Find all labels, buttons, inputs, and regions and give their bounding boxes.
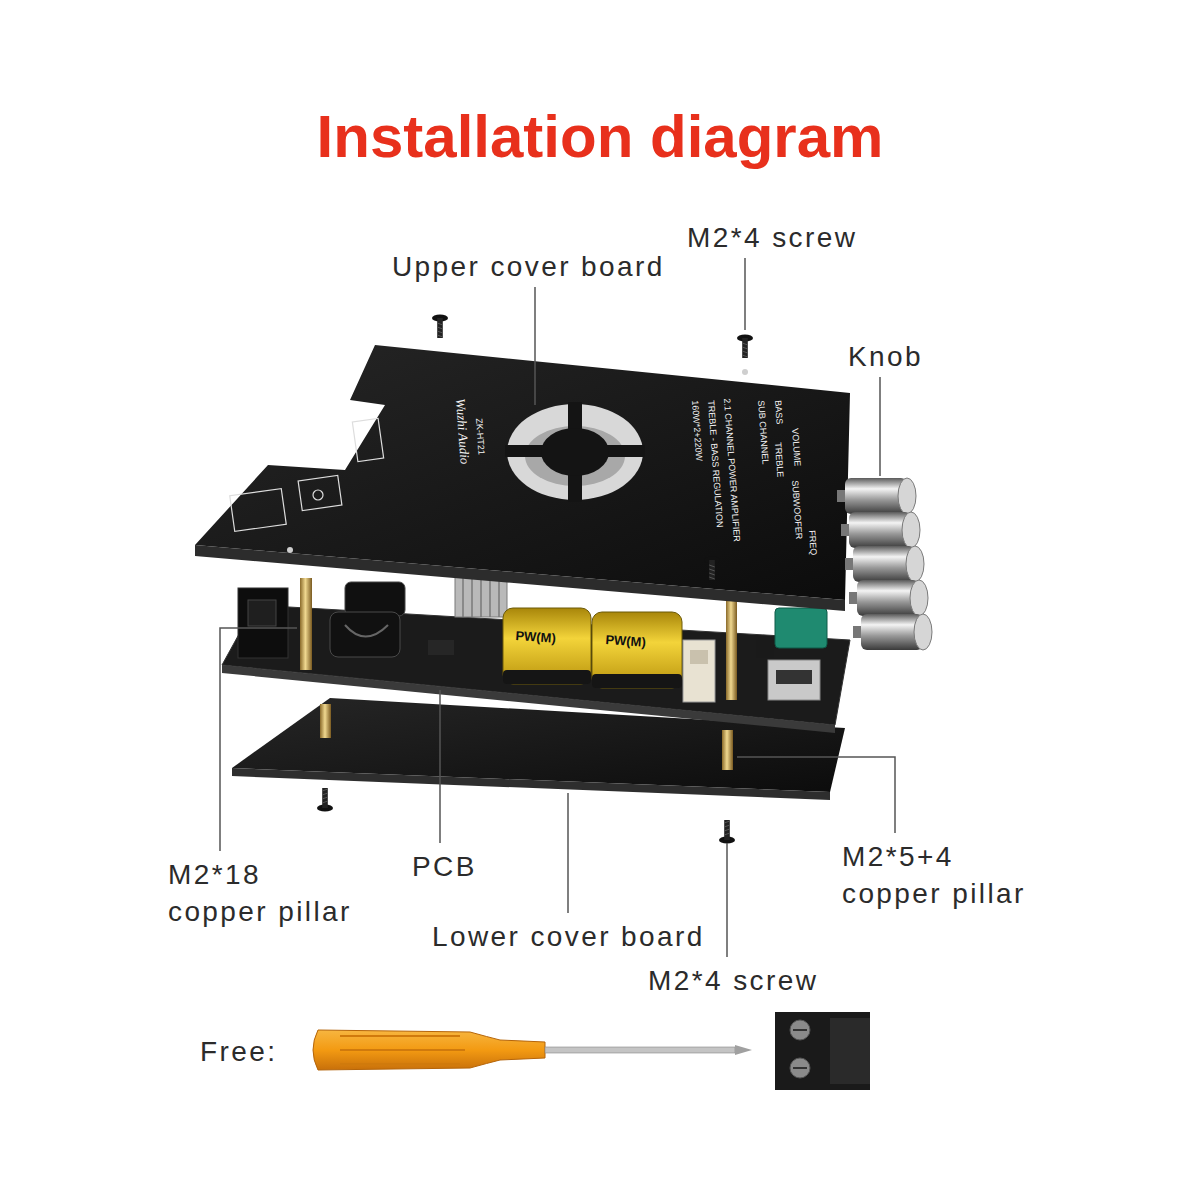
knob (845, 546, 924, 582)
screwdriver (545, 1047, 735, 1053)
screwdriver (340, 1036, 465, 1064)
terminal-block (790, 1020, 810, 1040)
upper-cover-board (195, 345, 850, 611)
upper-cover-board (287, 547, 293, 553)
pcb-board (222, 605, 850, 733)
part-label: PCB (412, 848, 477, 885)
screwdriver (313, 1030, 545, 1070)
part-label: M2*4 screw (648, 962, 818, 999)
leader-line (737, 757, 895, 833)
terminal-block (830, 1018, 870, 1084)
knob (853, 614, 932, 650)
upper-cover-board (230, 418, 384, 531)
terminal-block (793, 1067, 807, 1069)
knob (898, 478, 916, 514)
pcb-components (428, 640, 454, 655)
upper-screw (737, 334, 753, 358)
capacitor-print: PW(M) (605, 632, 646, 650)
upper-screw (432, 314, 448, 338)
upper-cover-board (230, 489, 287, 532)
upper-cover-board (742, 369, 748, 375)
upper-screw (432, 314, 753, 580)
lower-screw (317, 788, 333, 812)
leader-line (220, 258, 895, 957)
short-copper-pillar (320, 704, 733, 770)
lower-cover-board (232, 768, 830, 800)
board-print: FREQ (807, 530, 819, 556)
leader-line (567, 793, 569, 913)
pcb-components (756, 640, 774, 658)
title: Installation diagram (0, 102, 1200, 171)
knob (841, 512, 920, 548)
pcb-board (222, 665, 835, 733)
part-label: Lower cover board (432, 918, 705, 955)
knob (910, 580, 928, 616)
pcb-components (345, 582, 405, 616)
terminal-block (790, 1058, 810, 1078)
pcb-components (768, 660, 820, 700)
short-copper-pillar (722, 730, 733, 770)
part-label: Knob (848, 338, 923, 375)
leader-line (726, 843, 728, 957)
leader-line (220, 628, 297, 851)
capacitor-print: PW(M) (515, 628, 556, 646)
upper-screw (704, 556, 720, 580)
pcb-components (683, 640, 715, 702)
terminal-block (775, 1012, 870, 1090)
pcb-components (592, 674, 682, 688)
pcb-components (463, 575, 499, 617)
pcb-components (776, 670, 812, 684)
upper-cover-board (352, 418, 383, 461)
leader-line (534, 287, 536, 405)
knob (914, 614, 932, 650)
part-label: M2*4 screw (687, 219, 857, 256)
screwdriver (735, 1045, 752, 1055)
pcb-components (330, 612, 400, 657)
knob (906, 546, 924, 582)
pcb-components (503, 670, 591, 684)
upper-cover-board (541, 428, 609, 476)
part-label: M2*18 copper pillar (168, 856, 363, 930)
knob (902, 512, 920, 548)
pcb-components (238, 588, 288, 658)
terminal-block (793, 1029, 807, 1031)
leader-line (439, 690, 441, 843)
pcb-components (248, 600, 276, 626)
part-label: M2*5+4 copper pillar (842, 838, 1047, 912)
accessory-label: Free: (200, 1033, 277, 1070)
knob (837, 478, 916, 514)
terminal-block (775, 1012, 870, 1090)
long-copper-pillar (726, 600, 737, 700)
pcb-components (690, 650, 708, 664)
upper-cover-board (313, 490, 323, 500)
pcb-components (345, 625, 388, 637)
upper-cover-board (298, 475, 342, 510)
leader-line (744, 258, 746, 330)
pcb-components (775, 608, 827, 648)
pcb-board (222, 605, 850, 725)
part-label: Upper cover board (392, 248, 665, 285)
pcb-components (503, 608, 591, 684)
long-copper-pillar (300, 578, 312, 670)
short-copper-pillar (320, 704, 331, 738)
knob (849, 580, 928, 616)
knob (837, 478, 932, 650)
upper-cover-board (195, 545, 845, 611)
pcb-components (592, 612, 682, 688)
lower-screw (317, 788, 735, 844)
board-print: BASS (773, 400, 785, 425)
leader-line (879, 377, 881, 476)
lower-screw (719, 820, 735, 844)
screwdriver (313, 1030, 752, 1070)
